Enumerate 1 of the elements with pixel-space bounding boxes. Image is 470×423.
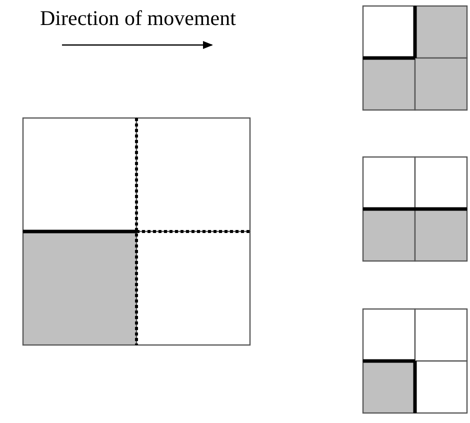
direction-caption: Direction of movement xyxy=(40,6,236,31)
